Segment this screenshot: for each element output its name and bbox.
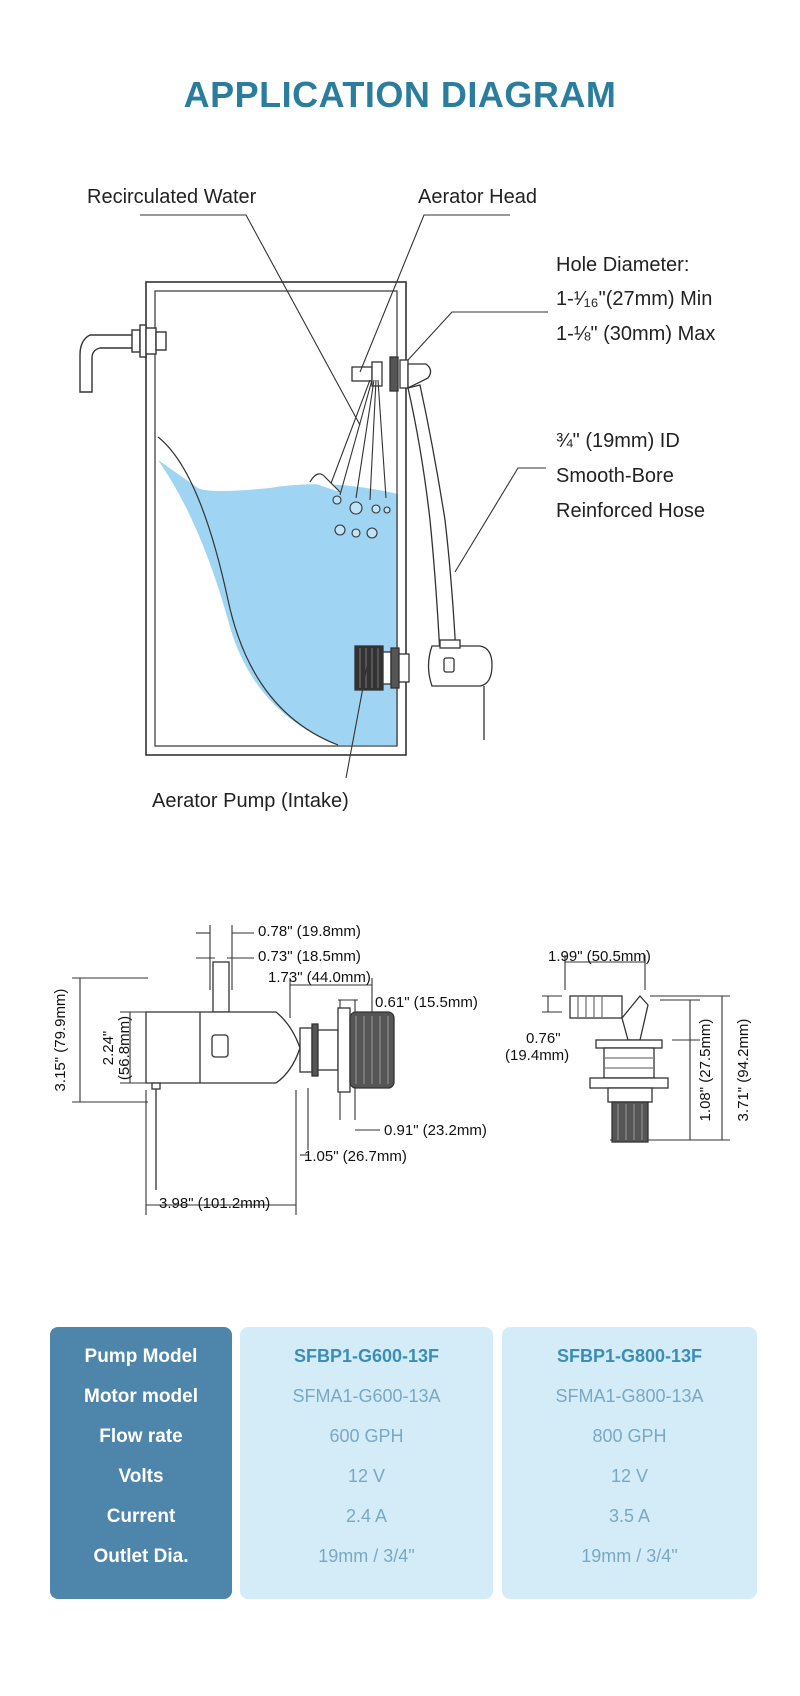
header-motor-model: Motor model	[84, 1386, 198, 1407]
spec-column-g600: SFBP1-G600-13F SFMA1-G600-13A 600 GPH 12…	[240, 1327, 493, 1599]
cell-flow-rate: 600 GPH	[329, 1426, 404, 1446]
spec-column-g800: SFBP1-G800-13F SFMA1-G800-13A 800 GPH 12…	[502, 1327, 757, 1599]
header-current: Current	[106, 1506, 176, 1527]
dim-flange: 0.61" (15.5mm)	[375, 994, 478, 1011]
cell-flow-rate: 800 GPH	[592, 1426, 667, 1446]
header-outlet-dia: Outlet Dia.	[93, 1546, 189, 1567]
cell-motor-model: SFMA1-G600-13A	[292, 1386, 441, 1406]
dim-shaft: 1.05" (26.7mm)	[304, 1148, 407, 1165]
cell-outlet-dia: 19mm / 3/4"	[318, 1546, 415, 1566]
label-hose-smooth: Smooth-Bore	[556, 465, 674, 487]
header-volts: Volts	[118, 1466, 164, 1487]
pump-side-view	[145, 961, 395, 1190]
label-recirculated-water: Recirculated Water	[87, 186, 257, 208]
cell-current: 3.5 A	[608, 1506, 651, 1526]
label-aerator-head: Aerator Head	[418, 186, 537, 208]
dim-height: 3.15" (79.9mm)	[52, 988, 69, 1092]
dim-nozzle-b: (19.4mm)	[505, 1047, 570, 1064]
dim-head-width: 1.73" (44.0mm)	[268, 969, 371, 986]
cell-volts: 12 V	[347, 1466, 386, 1486]
label-hole-max: 1-⅛" (30mm) Max	[556, 323, 716, 345]
label-aerator-pump: Aerator Pump (Intake)	[152, 790, 349, 812]
aerator-head-side-view	[569, 994, 669, 1143]
cell-outlet-dia: 19mm / 3/4"	[581, 1546, 678, 1566]
dim-head-length: 1.99" (50.5mm)	[548, 948, 651, 965]
header-pump-model: Pump Model	[84, 1346, 198, 1367]
dim-outlet-inner: 0.73" (18.5mm)	[258, 948, 361, 965]
label-hole-min: 1-¹⁄₁₆"(27mm) Min	[556, 288, 713, 310]
cell-motor-model: SFMA1-G800-13A	[555, 1386, 704, 1406]
page-title: APPLICATION DIAGRAM	[183, 74, 617, 115]
tank-inner	[154, 290, 398, 747]
left-elbow-fitting	[79, 324, 167, 393]
aerator-head	[351, 356, 432, 392]
label-hose-reinforced: Reinforced Hose	[556, 500, 705, 522]
dim-thread: 0.91" (23.2mm)	[384, 1122, 487, 1139]
label-hole-diameter: Hole Diameter:	[556, 254, 690, 276]
spec-table: Pump Model Motor model Flow rate Volts C…	[50, 1327, 757, 1599]
dim-outlet-outer: 0.78" (19.8mm)	[258, 923, 361, 940]
dim-length: 3.98" (101.2mm)	[159, 1195, 271, 1212]
cell-pump-model: SFBP1-G600-13F	[293, 1346, 440, 1366]
dim-head-depth: 1.08" (27.5mm)	[697, 1018, 714, 1122]
tank-outer	[145, 281, 407, 756]
cell-volts: 12 V	[610, 1466, 649, 1486]
label-hose-id: ¾" (19mm) ID	[556, 430, 680, 452]
spec-header-column: Pump Model Motor model Flow rate Volts C…	[50, 1327, 232, 1599]
header-flow-rate: Flow rate	[99, 1426, 183, 1447]
dim-head-total: 3.71" (94.2mm)	[735, 1018, 752, 1122]
dim-body-height: 2.24"(56.8mm)	[100, 1015, 133, 1081]
cell-current: 2.4 A	[345, 1506, 388, 1526]
dim-nozzle-a: 0.76"	[526, 1030, 561, 1047]
cell-pump-model: SFBP1-G800-13F	[556, 1346, 703, 1366]
pump-body	[427, 639, 493, 740]
